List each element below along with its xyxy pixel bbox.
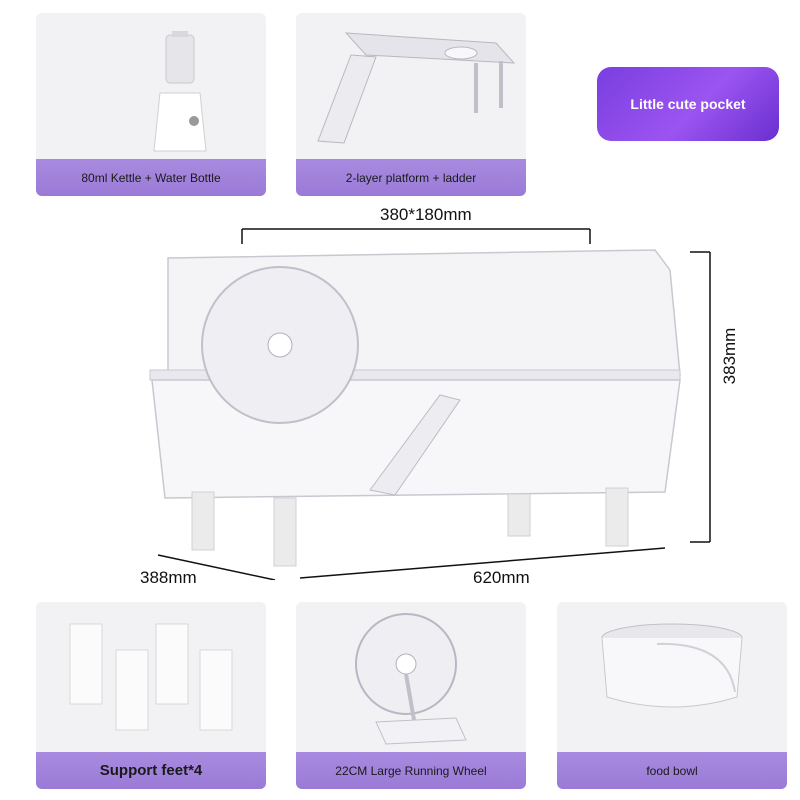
platform-card: 2-layer platform + ladder	[296, 13, 526, 196]
kettle-label: 80ml Kettle + Water Bottle	[36, 159, 266, 196]
bowl-card: food bowl	[557, 602, 787, 789]
bowl-label: food bowl	[557, 752, 787, 789]
kettle-card: 80ml Kettle + Water Bottle	[36, 13, 266, 196]
platform-image	[317, 32, 516, 144]
wheel-card: 22CM Large Running Wheel	[296, 602, 526, 789]
food-bowl-image	[601, 623, 743, 708]
feet-label: Support feet*4	[36, 752, 266, 789]
feet-card: Support feet*4	[36, 602, 266, 789]
water-bottle-image	[153, 31, 207, 152]
width-dimension-label: 620mm	[473, 568, 530, 587]
cage-image	[149, 228, 711, 580]
support-feet-image	[69, 623, 233, 731]
wheel-label: 22CM Large Running Wheel	[296, 752, 526, 789]
little-cute-pocket-badge: Little cute pocket	[597, 67, 779, 141]
height-dimension-label: 383mm	[720, 327, 739, 385]
top-dimension-label: 380*180mm	[380, 205, 472, 224]
depth-dimension-label: 388mm	[140, 568, 197, 587]
running-wheel-image	[355, 613, 467, 745]
platform-label: 2-layer platform + ladder	[296, 159, 526, 196]
